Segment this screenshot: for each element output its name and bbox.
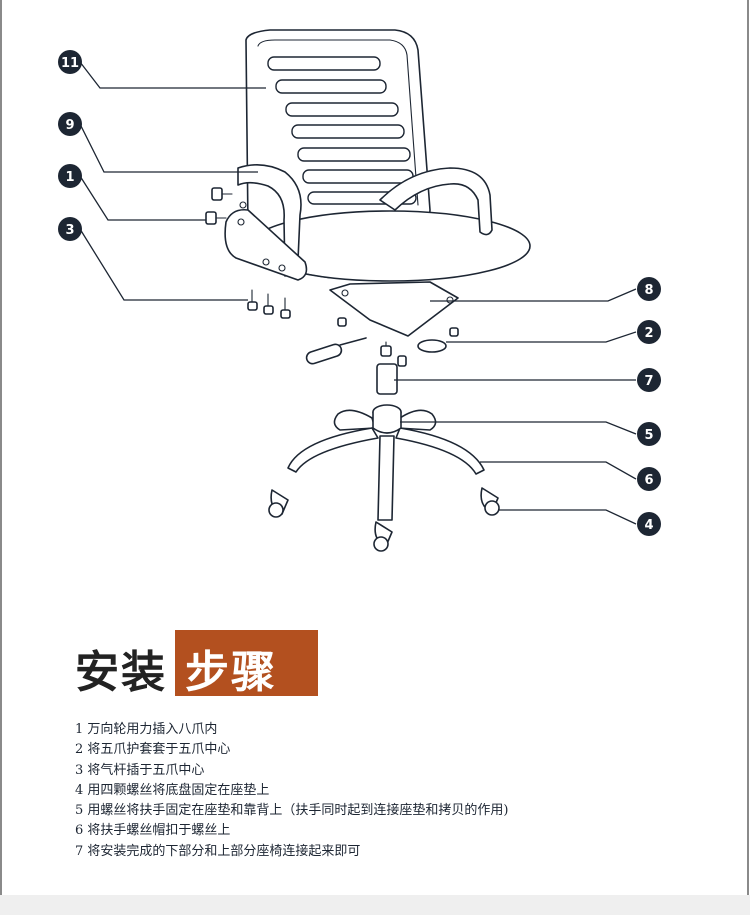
instruction-step: 7 将安装完成的下部分和上部分座椅连接起来即可 [75,843,361,859]
frame-left-border [0,0,2,895]
frame-bottom-strip [0,895,750,915]
svg-text:11: 11 [61,56,79,71]
instruction-step: 2 将五爪护套套于五爪中心 [75,742,231,758]
heading-right-text: 步骤 [185,647,277,698]
armrest-left [224,164,308,281]
armrest-screws [205,187,233,225]
svg-text:8: 8 [644,283,653,298]
chassis-plate [329,281,459,337]
bolts-set [247,289,291,319]
gas-lever [305,337,367,365]
frame-right-border [747,0,749,895]
armrest-right [379,167,493,236]
heading-left-text: 安装 [75,647,167,698]
svg-text:5: 5 [644,428,653,443]
callout-6: 6 [637,467,661,491]
callout-4: 4 [637,512,661,536]
callout-1: 1 [58,164,82,188]
instruction-step: 5 用螺丝将扶手固定在座垫和靠背上（扶手同时起到连接座垫和拷贝的作用) [75,803,509,819]
instruction-list: 1 万向轮用力插入八爪内 2 将五爪护套套于五爪中心 3 将气杆插于五爪中心 4… [75,720,508,862]
heading-highlight-box: 步骤 [175,630,318,698]
callout-7: 7 [637,368,661,392]
instruction-step: 1 万向轮用力插入八爪内 [75,722,218,737]
callout-2: 2 [637,320,661,344]
svg-text:3: 3 [65,223,74,238]
leader-lines [79,61,637,525]
svg-text:7: 7 [644,374,653,389]
gas-cylinder [376,341,407,395]
casters [268,487,500,552]
callout-9: 9 [58,112,82,136]
callout-11: 11 [58,50,82,74]
chair-exploded-diagram: 11 9 1 3 8 2 7 5 6 4 [58,29,661,552]
callout-5: 5 [637,422,661,446]
callout-3: 3 [58,217,82,241]
chair-backrest [245,29,431,239]
svg-text:2: 2 [644,326,653,341]
five-star-base [287,404,485,521]
instruction-step: 3 将气杆插于五爪中心 [75,762,205,778]
instruction-step: 6 将扶手螺丝帽扣于螺丝上 [75,823,231,839]
instruction-step: 4 用四颗螺丝将底盘固定在座垫上 [75,782,270,798]
svg-text:9: 9 [65,118,74,133]
svg-text:4: 4 [644,518,653,533]
callout-8: 8 [637,277,661,301]
base-cover [417,339,447,353]
svg-text:1: 1 [65,170,74,185]
svg-text:6: 6 [644,473,653,488]
